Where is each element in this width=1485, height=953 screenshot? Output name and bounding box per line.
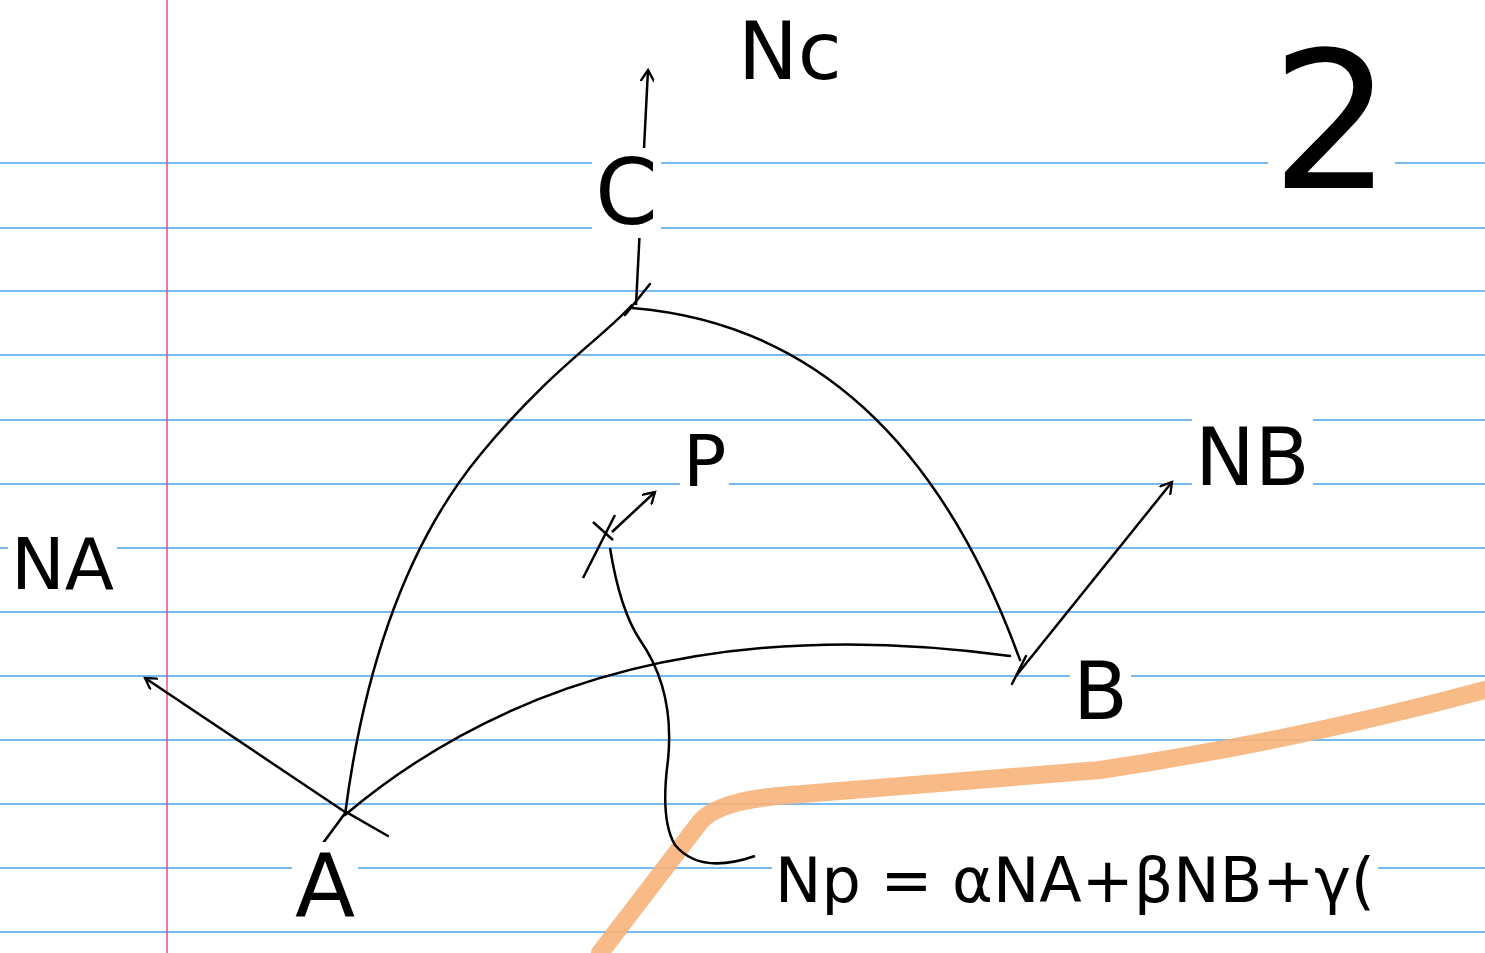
ruled-lines: [0, 163, 1485, 932]
highlight-stroke: [600, 690, 1485, 953]
normal-label: NB: [1192, 418, 1313, 498]
vertex-label: C: [592, 148, 661, 238]
point-label: P: [680, 425, 729, 497]
point-marker: [583, 492, 755, 863]
margin-line: [166, 0, 168, 953]
normal-label: Nc: [735, 12, 845, 92]
normal-arrows: [145, 70, 1172, 812]
formula: Np = αNA+βNB+γ(: [772, 850, 1378, 912]
vertex-label: B: [1070, 652, 1131, 732]
page-number: 2: [1268, 28, 1395, 218]
normal-label: NA: [8, 528, 117, 600]
spherical-triangle: [312, 284, 1026, 858]
vertex-label: A: [292, 842, 358, 930]
